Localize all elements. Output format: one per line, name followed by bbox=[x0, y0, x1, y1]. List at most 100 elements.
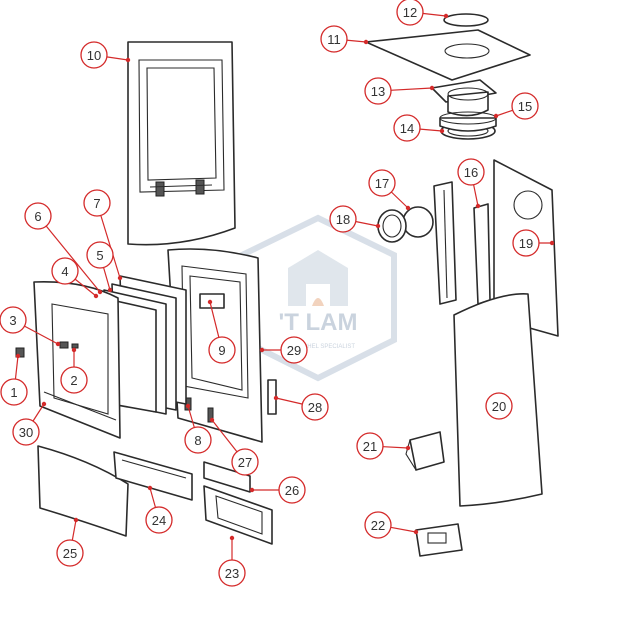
leader-dot-8 bbox=[185, 403, 191, 409]
callout-label-16: 16 bbox=[464, 165, 478, 180]
leader-dot-17 bbox=[405, 205, 411, 211]
callout-circle-15 bbox=[511, 92, 539, 120]
callout-circle-26 bbox=[278, 476, 306, 504]
callout-circle-24 bbox=[145, 506, 173, 534]
callout-circle-12 bbox=[396, 0, 424, 26]
leader-dot-16 bbox=[475, 203, 481, 209]
callout-label-9: 9 bbox=[218, 343, 225, 358]
callout-circle-19 bbox=[512, 229, 540, 257]
callout-circle-5 bbox=[86, 241, 114, 269]
callout-4: 4 bbox=[51, 257, 79, 285]
callout-circle-13 bbox=[364, 77, 392, 105]
callout-label-3: 3 bbox=[9, 313, 16, 328]
callout-label-4: 4 bbox=[61, 264, 68, 279]
callout-circle-21 bbox=[356, 432, 384, 460]
part-1-knob bbox=[15, 347, 25, 358]
callout-circle-11 bbox=[320, 25, 348, 53]
callout-label-27: 27 bbox=[238, 455, 252, 470]
leader-dot-21 bbox=[405, 445, 411, 451]
callout-circle-1 bbox=[0, 378, 28, 406]
callout-16: 16 bbox=[457, 158, 485, 186]
part-16b-rail bbox=[473, 203, 491, 305]
callout-21: 21 bbox=[356, 432, 384, 460]
callout-label-24: 24 bbox=[152, 513, 166, 528]
leader-dot-29 bbox=[259, 347, 265, 353]
part-27-latch bbox=[207, 407, 214, 423]
callout-17: 17 bbox=[368, 169, 396, 197]
leader-dot-28 bbox=[273, 395, 279, 401]
leader-dot-30 bbox=[41, 401, 47, 407]
leader-dot-11 bbox=[363, 39, 369, 45]
leader-dot-22 bbox=[413, 529, 419, 535]
leader-dot-26 bbox=[249, 487, 255, 493]
callout-label-25: 25 bbox=[63, 546, 77, 561]
callout-label-5: 5 bbox=[96, 248, 103, 263]
callout-circle-14 bbox=[393, 114, 421, 142]
part-24-bottom-rail bbox=[113, 451, 193, 501]
part-21-bracket bbox=[405, 431, 445, 471]
leader-dot-2 bbox=[71, 347, 77, 353]
leader-dot-27 bbox=[209, 417, 215, 423]
callout-circle-20 bbox=[485, 392, 513, 420]
callout-circle-30 bbox=[12, 418, 40, 446]
watermark-tagline: KACHEL SPECIALIST bbox=[295, 344, 355, 350]
callout-20: 20 bbox=[485, 392, 513, 420]
callout-label-10: 10 bbox=[87, 48, 101, 63]
callout-label-13: 13 bbox=[371, 84, 385, 99]
callout-label-23: 23 bbox=[225, 566, 239, 581]
callout-label-1: 1 bbox=[10, 385, 17, 400]
leader-dot-6 bbox=[97, 289, 103, 295]
callout-8: 8 bbox=[184, 426, 212, 454]
callout-circle-7 bbox=[83, 189, 111, 217]
leader-dot-15 bbox=[493, 113, 499, 119]
callout-circle-23 bbox=[218, 559, 246, 587]
leader-dot-3 bbox=[55, 341, 61, 347]
callout-1: 1 bbox=[0, 378, 28, 406]
callout-label-2: 2 bbox=[70, 373, 77, 388]
callout-label-17: 17 bbox=[375, 176, 389, 191]
leader-dot-7 bbox=[117, 275, 123, 281]
callout-26: 26 bbox=[278, 476, 306, 504]
callout-label-8: 8 bbox=[194, 433, 201, 448]
callout-label-15: 15 bbox=[518, 99, 532, 114]
leader-dot-5 bbox=[107, 287, 113, 293]
part-25-ash-pan-front bbox=[37, 445, 129, 537]
callout-30: 30 bbox=[12, 418, 40, 446]
callout-2: 2 bbox=[60, 366, 88, 394]
leader-dot-13 bbox=[429, 85, 435, 91]
leader-dot-12 bbox=[443, 13, 449, 19]
callout-circle-4 bbox=[51, 257, 79, 285]
callout-circle-10 bbox=[80, 41, 108, 69]
callout-label-21: 21 bbox=[363, 439, 377, 454]
callout-7: 7 bbox=[83, 189, 111, 217]
callout-circle-8 bbox=[184, 426, 212, 454]
part-17-inspection-cover bbox=[402, 206, 434, 238]
callout-label-22: 22 bbox=[371, 518, 385, 533]
leader-dot-18 bbox=[375, 223, 381, 229]
callout-label-19: 19 bbox=[519, 236, 533, 251]
part-2-screw bbox=[71, 343, 79, 349]
callout-10: 10 bbox=[80, 41, 108, 69]
part-10-back-plate bbox=[127, 41, 236, 246]
leader-line-6 bbox=[37, 215, 101, 293]
callout-circle-29 bbox=[280, 336, 308, 364]
callout-27: 27 bbox=[231, 448, 259, 476]
callout-label-26: 26 bbox=[285, 483, 299, 498]
callout-circle-16 bbox=[457, 158, 485, 186]
part-15-collar bbox=[439, 111, 497, 132]
part-30-door bbox=[33, 281, 121, 439]
callout-labels: 1234567891011121314151617181920212223242… bbox=[0, 0, 540, 587]
leader-dot-25 bbox=[73, 517, 79, 523]
callout-circle-22 bbox=[364, 511, 392, 539]
callout-12: 12 bbox=[396, 0, 424, 26]
leader-dot-4 bbox=[93, 293, 99, 299]
leader-dot-10 bbox=[125, 57, 131, 63]
callout-label-6: 6 bbox=[34, 209, 41, 224]
callout-label-29: 29 bbox=[287, 343, 301, 358]
callout-label-30: 30 bbox=[19, 425, 33, 440]
callout-24: 24 bbox=[145, 506, 173, 534]
callout-5: 5 bbox=[86, 241, 114, 269]
part-22-plate bbox=[415, 523, 463, 557]
callout-label-14: 14 bbox=[400, 121, 414, 136]
